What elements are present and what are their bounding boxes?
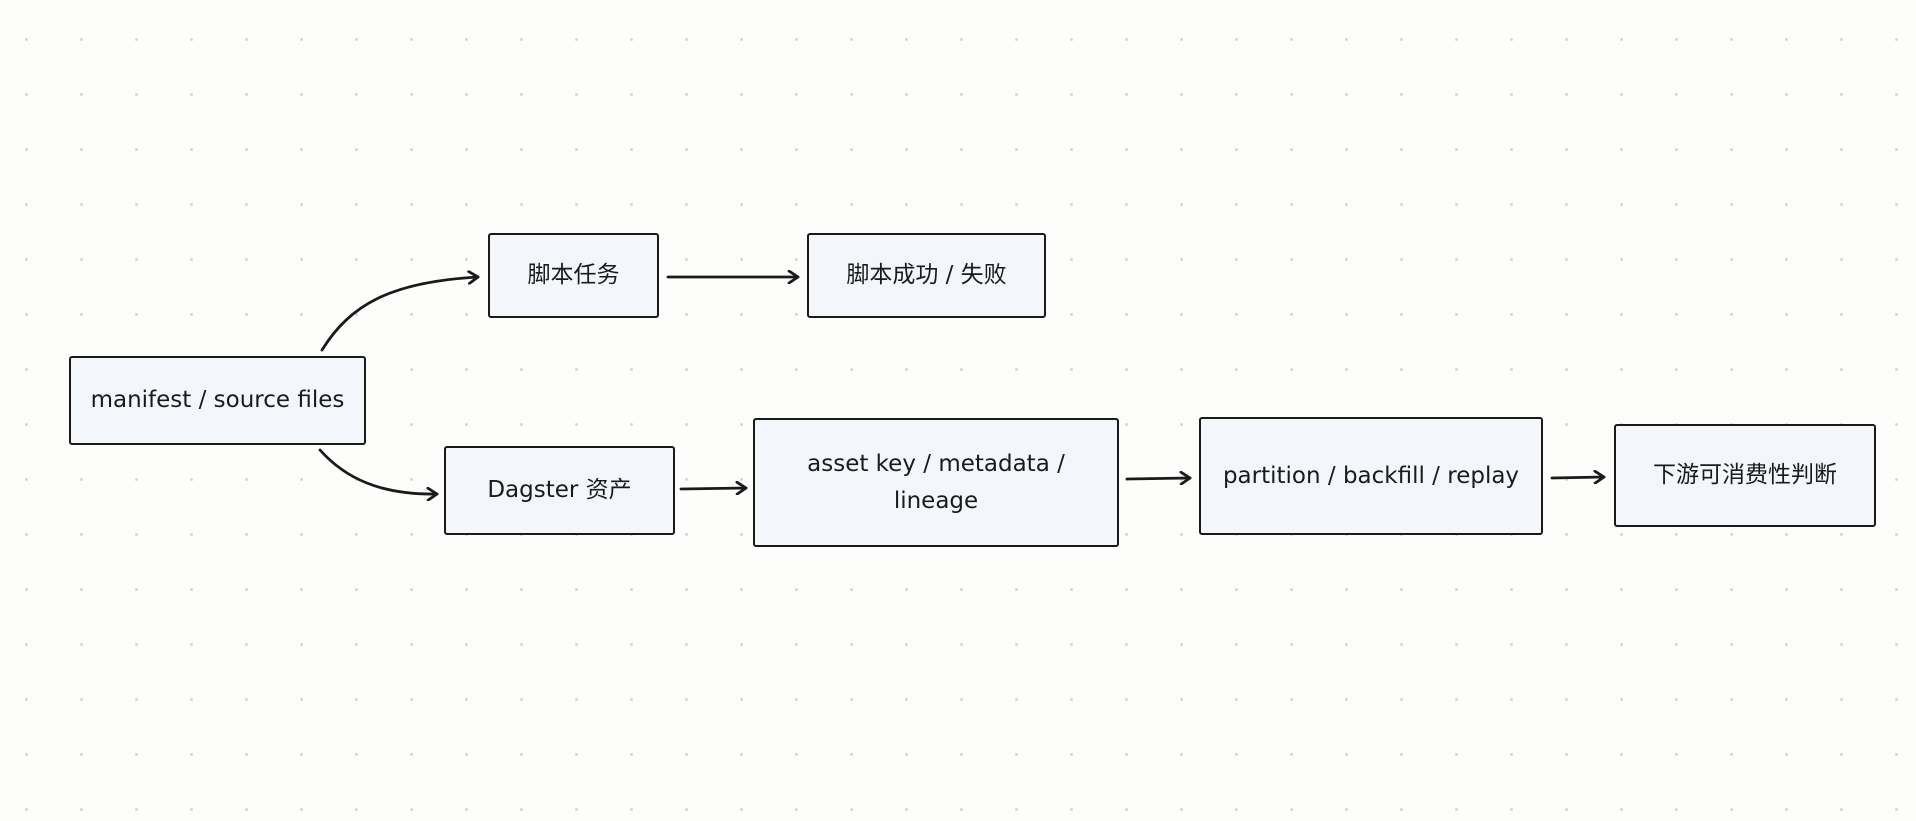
- node-script-task: 脚本任务: [488, 233, 659, 318]
- node-script-result: 脚本成功 / 失败: [807, 233, 1046, 318]
- node-dagster-asset: Dagster 资产: [444, 446, 675, 535]
- node-source-files: manifest / source files: [69, 356, 366, 445]
- node-partition-backfill: partition / backfill / replay: [1199, 417, 1543, 535]
- edge-partition-to-downstream: [1550, 477, 1606, 478]
- node-downstream-check: 下游可消费性判断: [1614, 424, 1876, 527]
- node-asset-metadata: asset key / metadata / lineage: [753, 418, 1119, 547]
- edge-source-to-dagster-asset: [318, 448, 439, 494]
- edge-dagster-to-asset-meta: [679, 488, 748, 489]
- edge-source-to-script-task: [320, 277, 480, 352]
- edge-asset-meta-to-partition: [1125, 478, 1192, 479]
